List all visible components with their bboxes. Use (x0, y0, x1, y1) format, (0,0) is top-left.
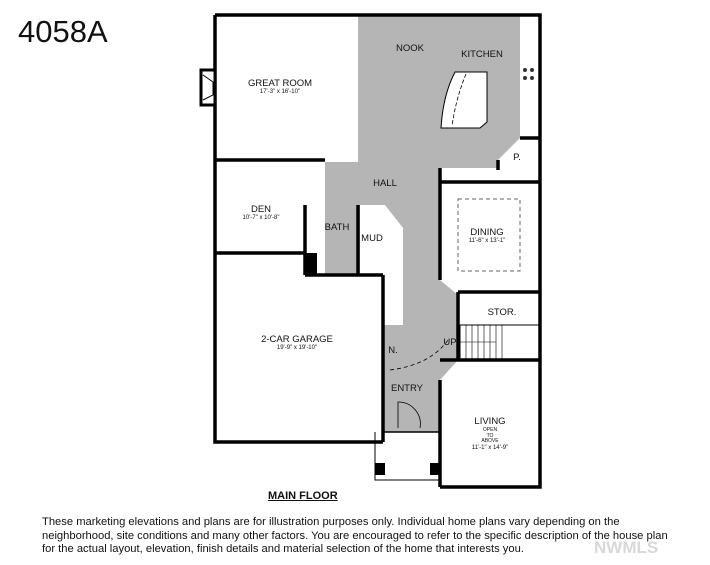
kitchen-island (440, 71, 488, 129)
plan-code-title: 4058A (18, 14, 108, 49)
floor-title: MAIN FLOOR (268, 490, 338, 502)
room-label-kitchen: KITCHEN (461, 49, 503, 60)
living-note-open: OPEN (483, 427, 498, 433)
room-dims-den: 10'-7" x 10'-8" (243, 215, 280, 221)
shaded-common-area (325, 15, 520, 432)
door-swing-dashed (389, 339, 449, 371)
room-label-den: DEN (251, 204, 271, 215)
wall-block (305, 253, 317, 275)
room-label-niche: N. (388, 345, 398, 356)
room-label-dining: DINING (470, 227, 503, 238)
disclaimer-text: These marketing elevations and plans are… (42, 516, 668, 555)
porch-post (375, 463, 385, 475)
living-note-to: TO (487, 433, 494, 439)
stairs-up-label: UP (443, 337, 456, 348)
dining-table-outline (457, 198, 521, 272)
stairs (459, 324, 541, 361)
room-label-storage: STOR. (488, 307, 517, 318)
room-dims-great-room: 17'-3" x 16'-10" (260, 89, 300, 95)
entry-door (397, 401, 421, 429)
room-label-entry: ENTRY (391, 383, 424, 394)
room-label-living: LIVING (474, 416, 505, 427)
fireplace (199, 68, 217, 107)
cooktop (523, 68, 534, 80)
island-dashed-line (451, 73, 467, 127)
room-dims-dining: 11'-6" x 13'-1" (469, 238, 505, 244)
room-label-great-room: GREAT ROOM (248, 78, 312, 89)
living-note-above: ABOVE (481, 438, 499, 444)
room-label-pantry: P. (513, 152, 521, 163)
room-label-nook: NOOK (396, 43, 425, 54)
room-dims-garage: 19'-9" x 19'-10" (277, 345, 317, 351)
room-dims-living: 11'-1" x 14'-9" (472, 445, 508, 451)
porch-post (430, 463, 440, 475)
walls (213, 13, 542, 489)
room-label-mud: MUD (361, 233, 383, 244)
room-label-bath: BATH (325, 222, 350, 233)
room-label-garage: 2-CAR GARAGE (261, 334, 333, 345)
nwmls-watermark: NWMLS (594, 538, 659, 557)
room-label-hall: HALL (373, 178, 397, 189)
